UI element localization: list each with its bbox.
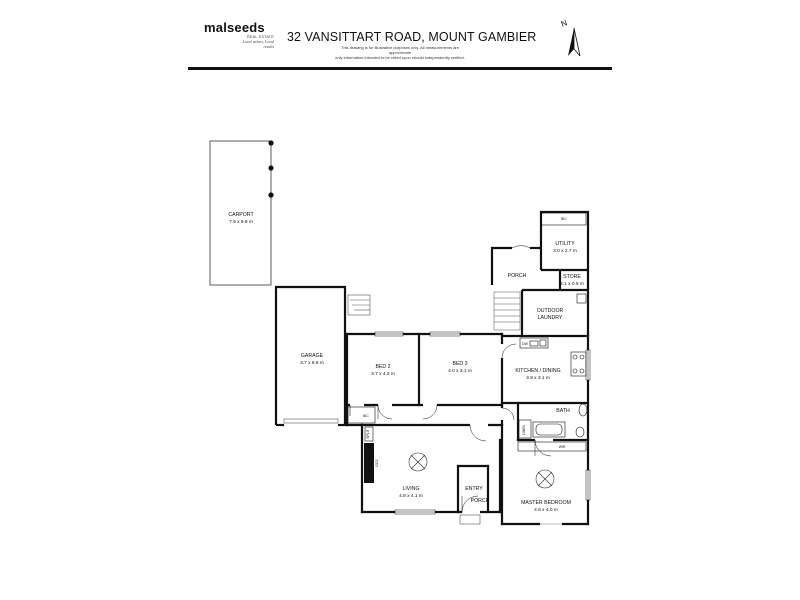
- carport-label: CARPORT: [228, 212, 254, 218]
- kitchen-label: KITCHEN / DINING: [515, 368, 560, 374]
- kitchen-fixtures: [519, 337, 587, 377]
- dw-label: DW: [522, 342, 528, 346]
- utility-dims: 3.0 x 2.7 m: [553, 248, 577, 254]
- utility-label: UTILITY: [555, 241, 575, 247]
- ceiling-fan-living-icon: [408, 452, 428, 472]
- header: malseeds REAL ESTATE Local values, Local…: [0, 0, 800, 72]
- bic-utility: BIC: [561, 217, 567, 221]
- bed3-label: BED 3: [453, 361, 468, 367]
- porch-top-label: PORCH: [508, 273, 527, 279]
- carport-dims: 7.9 x 9.8 m: [229, 219, 253, 225]
- garage: GARAGE 3.7 x 8.8 m: [274, 285, 347, 427]
- gcs-label: GCS: [375, 459, 379, 467]
- bath-fixtures: [518, 403, 588, 439]
- bed2-dims: 3.7 x 4.3 m: [371, 371, 395, 377]
- laundry-label-2: LAUNDRY: [538, 315, 563, 321]
- living-label: LIVING: [402, 486, 419, 492]
- brand-sub: REAL ESTATE: [247, 35, 274, 39]
- split-label: SPLIT: [366, 429, 370, 438]
- linen-label: LINEN: [522, 424, 526, 435]
- bic-utility-cupboard: [540, 212, 587, 226]
- bath-label: BATH: [556, 408, 570, 414]
- steps-garage: [347, 294, 371, 316]
- brand-name: malseeds: [204, 20, 265, 35]
- split-unit-icon: [364, 426, 374, 442]
- bic-bed2-cupboard: [347, 406, 376, 424]
- ceiling-fan-master-icon: [535, 469, 555, 489]
- rear-wing: [490, 210, 590, 336]
- laundry-label-1: OUTDOOR: [537, 308, 564, 314]
- page-title: 32 VANSITTART ROAD, MOUNT GAMBIER: [287, 30, 537, 44]
- disclaimer-line-2: only information intended to be relied u…: [335, 55, 465, 60]
- master-dims: 4.6 x 4.0 m: [534, 507, 558, 513]
- disclaimer: This drawing is for illustrative purpose…: [330, 45, 470, 60]
- header-rule: [188, 67, 612, 70]
- porch-bottom-label: PORCH: [471, 498, 490, 504]
- store-label: STORE: [563, 274, 581, 280]
- garage-dims: 3.7 x 8.8 m: [300, 360, 324, 366]
- disclaimer-line-1: This drawing is for illustrative purpose…: [341, 45, 459, 55]
- bed3-dims: 4.0 x 3.1 m: [448, 368, 472, 374]
- entry-label: ENTRY: [465, 486, 483, 492]
- bed2-label: BED 2: [376, 364, 391, 370]
- carport: CARPORT 7.9 x 9.8 m: [209, 140, 274, 286]
- garage-label: GARAGE: [301, 353, 324, 359]
- rear-steps: [493, 291, 521, 331]
- house-walls: [345, 332, 590, 526]
- store-dims: 2.1 x 0.9 m: [560, 281, 584, 287]
- laundry-tub-icon: [576, 293, 587, 304]
- windows: [374, 331, 591, 515]
- kitchen-dims: 3.9 x 3.1 m: [526, 375, 550, 381]
- north-label: N: [560, 18, 569, 29]
- brand-tagline-2: results: [263, 44, 274, 49]
- brand-tagline-1: Local values, Local: [242, 39, 274, 44]
- brand-logo: malseeds REAL ESTATE Local values, Local…: [204, 20, 274, 49]
- fireplace-icon: [364, 443, 374, 483]
- north-arrow-icon: N: [560, 18, 581, 57]
- master-label: MASTER BEDROOM: [521, 500, 571, 506]
- wir-label: WIR: [559, 445, 566, 449]
- bic-bed2: BIC: [363, 414, 369, 418]
- living-dims: 4.8 x 4.1 m: [399, 493, 423, 499]
- wir-cupboard: [517, 441, 587, 452]
